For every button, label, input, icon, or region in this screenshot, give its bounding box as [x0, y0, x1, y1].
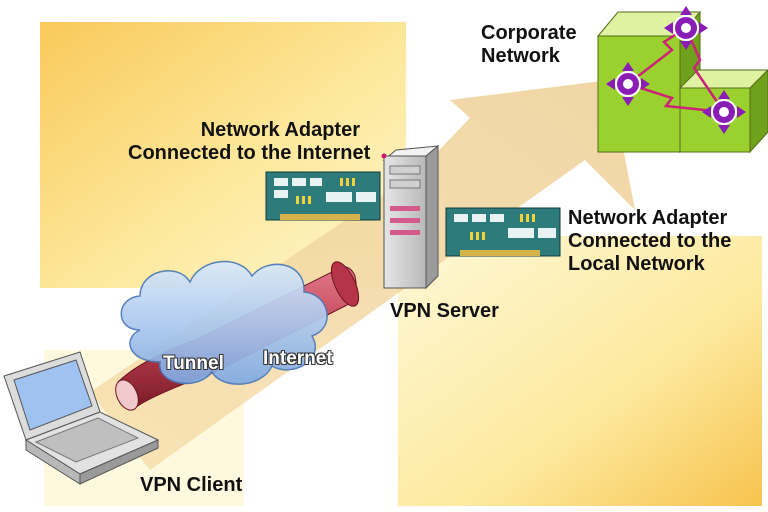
router-icon — [664, 6, 708, 50]
internet-label: Internet — [263, 348, 333, 369]
panel-bottom-right — [398, 236, 762, 506]
adapter-internet-label: Network Adapter Connected to the Interne… — [128, 119, 371, 164]
vpn-server-label: VPN Server — [390, 300, 499, 322]
router-icon — [606, 62, 650, 106]
corporate-network-icon — [596, 6, 768, 154]
corporate-network-label: Corporate Network — [481, 22, 577, 67]
network-adapter-local-icon — [445, 207, 561, 257]
vpn-client-laptop-icon — [3, 351, 160, 485]
router-icon — [702, 90, 746, 134]
internet-cloud-icon — [120, 260, 328, 385]
network-adapter-internet-icon — [265, 171, 381, 221]
tunnel-label: Tunnel — [163, 353, 224, 374]
vpn-client-label: VPN Client — [140, 474, 243, 496]
adapter-local-label: Network Adapter Connected to the Local N… — [568, 207, 732, 275]
vpn-server-icon — [381, 144, 440, 290]
